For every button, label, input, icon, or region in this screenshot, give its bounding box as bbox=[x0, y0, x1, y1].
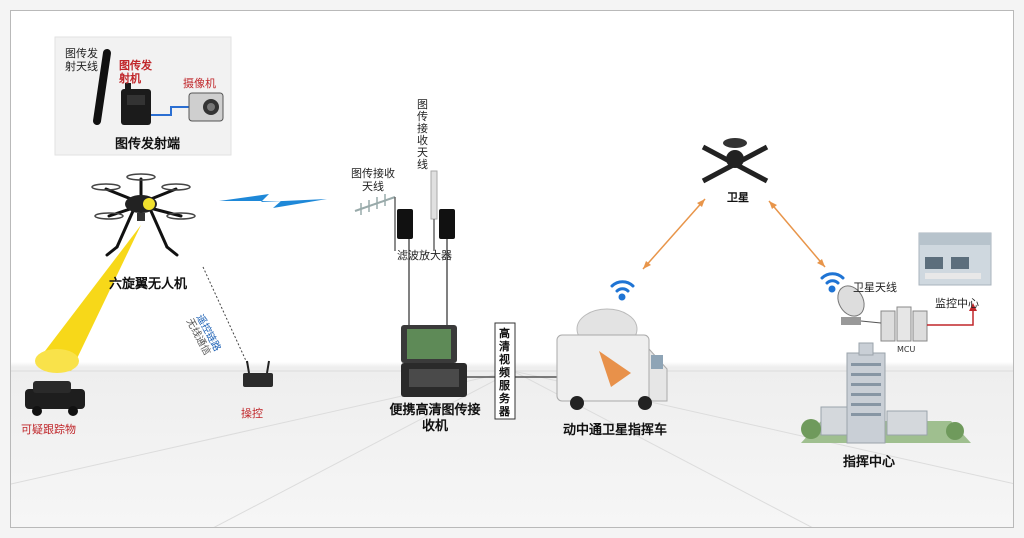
camera-label: 摄像机 bbox=[183, 77, 216, 90]
mcu-server-icon bbox=[880, 306, 928, 342]
transmitter-box-icon bbox=[121, 83, 151, 125]
command-center-label: 指挥中心 bbox=[843, 455, 896, 470]
vehicle-label: 动中通卫星指挥车 bbox=[563, 423, 668, 438]
dish-mcu-line bbox=[860, 320, 882, 324]
wireless-video-link bbox=[219, 194, 327, 208]
center-signal-icon bbox=[820, 272, 845, 293]
server-box bbox=[494, 322, 516, 420]
transmit-antenna-label: 图传发射天线 bbox=[65, 47, 98, 73]
amplifier-left-icon bbox=[397, 209, 413, 239]
omni-antenna-icon bbox=[430, 170, 438, 251]
target-vehicle-icon bbox=[25, 381, 85, 416]
receive-antenna-vertical-label: 图传接收天线 bbox=[417, 98, 428, 171]
monitor-center-label: 监控中心 bbox=[935, 297, 979, 310]
portable-receiver-icon bbox=[401, 325, 467, 397]
drone-label: 六旋翼无人机 bbox=[109, 277, 188, 292]
amplifier-label: 滤波放大器 bbox=[397, 249, 452, 262]
controller-icon bbox=[243, 360, 273, 387]
amplifier-right-icon bbox=[439, 209, 455, 239]
transmit-antenna-icon bbox=[93, 49, 111, 125]
command-building-icon bbox=[801, 342, 971, 444]
drone-icon bbox=[91, 173, 196, 257]
camera-beam bbox=[45, 225, 141, 371]
receiver-label: 便携高清图传接收机 bbox=[389, 403, 481, 434]
beam-spot bbox=[35, 349, 79, 373]
vehicle-signal-icon bbox=[610, 280, 635, 301]
satellite-antenna-label: 卫星天线 bbox=[853, 281, 897, 294]
transmitter-label: 图传发射机 bbox=[119, 59, 152, 85]
diagram-canvas bbox=[11, 36, 1013, 527]
mcu-label: MCU bbox=[897, 345, 916, 354]
control-link-line bbox=[202, 266, 248, 364]
target-label: 可疑跟踪物 bbox=[21, 423, 76, 436]
satellite-dish-icon bbox=[837, 285, 865, 325]
transmitter-panel-title: 图传发射端 bbox=[115, 137, 181, 152]
yagi-antenna-icon bbox=[354, 194, 396, 251]
monitor-room-icon bbox=[918, 232, 992, 286]
mcu-monitor-line bbox=[927, 309, 974, 326]
camera-icon bbox=[188, 92, 224, 122]
receive-antenna-label: 图传接收天线 bbox=[351, 167, 395, 193]
satellite-icon bbox=[701, 138, 769, 184]
diagram-frame: 图传发射天线 图传发射机 摄像机 图传发射端 六旋翼无人机 可疑跟踪物 操控 遥… bbox=[10, 10, 1014, 528]
camera-cable bbox=[151, 106, 189, 116]
controller-label: 操控 bbox=[241, 407, 263, 420]
command-vehicle-icon bbox=[556, 308, 668, 410]
vehicle-satellite-link bbox=[642, 198, 706, 270]
center-satellite-link bbox=[768, 200, 826, 268]
server-label: 高清视频服务器 bbox=[499, 327, 510, 418]
satellite-label: 卫星 bbox=[727, 191, 749, 204]
